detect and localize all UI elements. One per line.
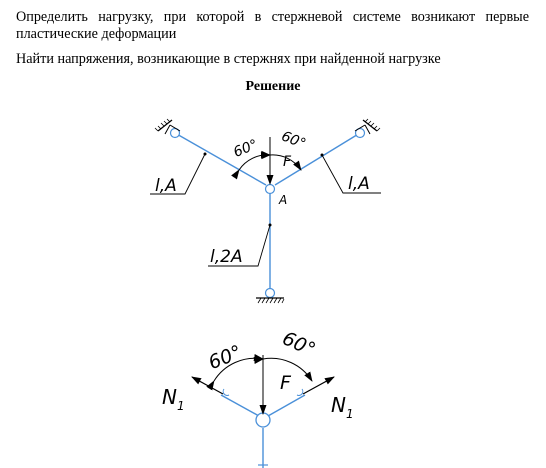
- rod-right: [274, 132, 361, 186]
- fb-angle-arc-right: [253, 357, 313, 382]
- rod-label-bottom: l,2A: [210, 247, 243, 267]
- fb-angle-label-right: 60°: [279, 327, 319, 361]
- force-label-f: F: [283, 154, 292, 170]
- fb-force-n1-right-arrow: [302, 376, 335, 395]
- solution-heading: Решение: [245, 79, 301, 94]
- angle-label-right: 60°: [279, 128, 308, 152]
- fb-force-n1-left-arrow: [191, 376, 224, 395]
- support-top-right: [354, 118, 381, 139]
- node-free-body-diagram: 60° 60° F N1 N1: [162, 327, 354, 468]
- leader-bottom: [208, 224, 271, 267]
- fb-node: [255, 412, 271, 428]
- fb-force-label-n1-right: N1: [331, 393, 354, 421]
- fb-rod-right: [267, 394, 306, 417]
- fb-rod-left: [220, 394, 260, 417]
- support-bottom: [256, 287, 285, 304]
- fb-force-label-n1-right-sub: 1: [346, 407, 354, 421]
- task-question: Найти напряжения, возникающие в стержнях…: [16, 51, 441, 67]
- node-a: [264, 183, 276, 195]
- fb-angle-label-left: 60°: [205, 341, 244, 374]
- fb-force-label-n1-left-sub: 1: [177, 399, 185, 413]
- rod-label-right: l,A: [348, 174, 370, 194]
- leader-right: [321, 154, 381, 194]
- task-statement: Определить нагрузку, при которой в стерж…: [16, 9, 529, 42]
- support-top-left: [154, 118, 181, 139]
- fb-force-label-n1-left-main: N: [162, 385, 177, 409]
- node-label-a: A: [278, 193, 287, 207]
- rod-system-diagram: 60° 60° F A l,A l,A l,2A: [150, 118, 381, 304]
- leader-left: [150, 153, 206, 195]
- fb-force-label-n1-right-main: N: [331, 393, 346, 417]
- fb-force-label-n1-left: N1: [162, 385, 185, 413]
- fb-force-label-f: F: [280, 372, 292, 394]
- rod-label-left: l,A: [155, 176, 177, 196]
- angle-arc-right: [260, 152, 302, 171]
